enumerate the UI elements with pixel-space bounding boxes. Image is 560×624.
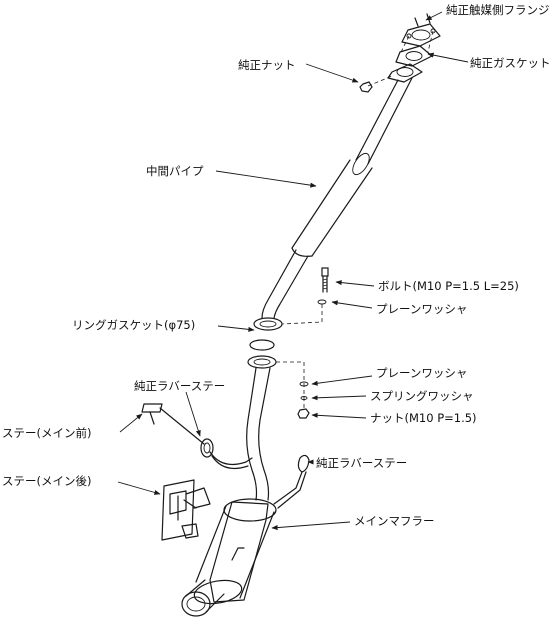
rubber-stay-left-part: [200, 438, 253, 469]
catalyst-flange: [401, 13, 441, 47]
label-rubber-stay-right: 純正ラバーステー: [316, 456, 408, 470]
label-stay-main-rear: ステー(メイン後): [2, 474, 92, 488]
label-nut: ナット(M10 P=1.5): [370, 411, 477, 425]
tail-pipe-part: [246, 367, 271, 501]
rubber-stay-right-part: [273, 454, 310, 509]
label-plain-washer-lower: プレーンワッシャ: [376, 366, 468, 380]
mid-flange-upper: [253, 317, 283, 331]
stock-nut-part: [359, 75, 393, 93]
bolt-part: [281, 267, 329, 325]
center-pipe-part: [261, 77, 413, 319]
label-stock-gasket: 純正ガスケット: [470, 56, 551, 70]
label-catalyst-flange: 純正触媒側フランジ: [446, 3, 550, 17]
label-ring-gasket: リングガスケット(φ75): [72, 318, 196, 332]
label-rubber-stay-left: 純正ラバーステー: [134, 379, 226, 393]
lower-fastener-parts: [276, 361, 310, 419]
stay-main-rear-part: [161, 479, 211, 541]
label-spring-washer: スプリングワッシャ: [370, 389, 474, 403]
stock-gasket: [395, 45, 433, 67]
mid-flange-lower: [247, 355, 277, 369]
label-stock-nut: 純正ナット: [238, 58, 296, 72]
label-bolt: ボルト(M10 P=1.5 L=25): [378, 279, 519, 293]
stay-main-front-part: [141, 403, 205, 445]
label-main-muffler: メインマフラー: [354, 514, 435, 528]
ring-gasket-part: [249, 339, 275, 351]
front-flange: [387, 63, 423, 83]
leader-lines: [117, 11, 469, 531]
label-plain-washer-upper: プレーンワッシャ: [376, 302, 468, 316]
main-muffler-part: [181, 498, 277, 617]
label-center-pipe: 中間パイプ: [146, 164, 204, 178]
label-stay-main-front: ステー(メイン前): [2, 426, 92, 440]
